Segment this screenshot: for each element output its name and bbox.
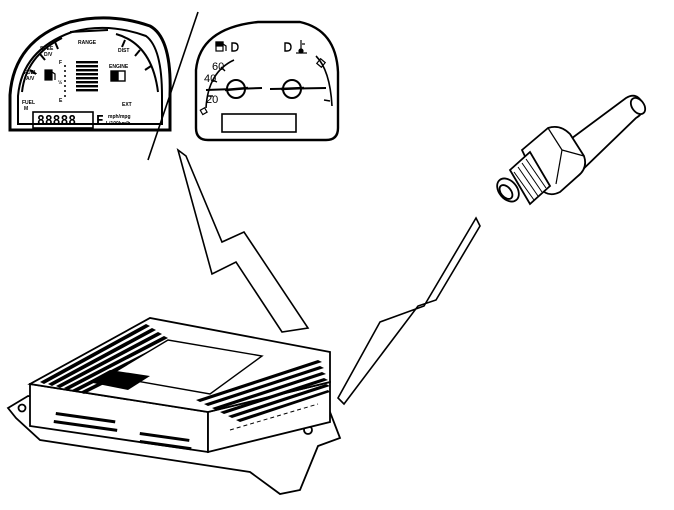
engine-label: ENGINE <box>109 64 129 70</box>
fuel-scale-full: F <box>59 60 62 66</box>
mount-hole-left <box>17 403 27 413</box>
scale-label-60: 60 <box>212 61 224 73</box>
dist-label: DIST <box>118 48 129 54</box>
speed-sub-label: D/V <box>44 52 53 58</box>
connector-pins <box>53 412 192 451</box>
module-label-panel <box>106 339 264 395</box>
fuel-temp-gauge: 60 40 20 <box>194 20 340 142</box>
fuel-label: FUEL <box>24 70 37 76</box>
fuel-pump-icon <box>215 41 227 52</box>
scale-label-20: 20 <box>206 94 218 106</box>
arc-segments <box>21 29 159 93</box>
signal-bolt-left <box>176 147 310 333</box>
bar-graph <box>76 61 98 92</box>
temp-scale-arc <box>315 55 333 107</box>
fuel2-sub-label: M <box>24 106 28 112</box>
fuel-scale-arc <box>205 59 235 109</box>
temp-cold-mark <box>284 42 292 52</box>
fuel-scale-half: ½ <box>58 79 62 86</box>
coolant-temperature-sensor <box>496 94 647 206</box>
temperature-icon <box>296 40 307 54</box>
scale-label-40: 40 <box>204 73 216 85</box>
unit-top-label: mph/mpg <box>108 114 131 120</box>
fuel-needle <box>205 79 263 99</box>
fuel-sub-label: A/V <box>26 76 35 82</box>
temp-hot-mark <box>315 57 327 69</box>
gauge-display-window <box>221 113 297 133</box>
odometer-suffix: E <box>96 114 104 129</box>
range-label: RANGE <box>78 40 97 46</box>
engine-icon <box>110 70 126 82</box>
fuel2-label: FUEL <box>22 100 35 106</box>
speed-label: SPEE <box>40 46 54 52</box>
control-module <box>6 317 342 495</box>
fuel-empty-mark <box>231 42 239 52</box>
odometer-display: 88888 E mph/mpg L/100km/h <box>32 111 131 129</box>
fuel-scale-empty: E <box>59 98 63 104</box>
fuel-low-mark <box>199 106 208 116</box>
fuel-pump-icon <box>44 69 56 81</box>
ext-label: EXT <box>122 102 132 108</box>
heat-sink-fins-right <box>196 360 330 422</box>
temperature-needle <box>269 79 327 99</box>
unit-bottom-label: L/100km/h <box>106 121 130 127</box>
odometer-digits: 88888 <box>37 114 76 129</box>
divider-line <box>147 11 199 161</box>
fuel-scale-dots <box>64 65 66 97</box>
signal-bolt-right <box>337 216 481 406</box>
instrument-cluster: SPEE D/V RANGE DIST FUEL A/V FUEL M ENGI… <box>8 16 172 132</box>
